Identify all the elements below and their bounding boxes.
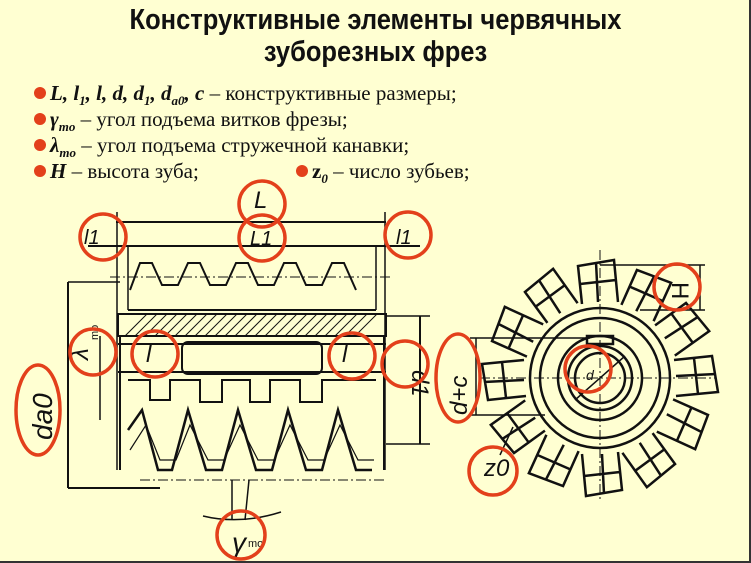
legend-item-teeth: z0 – число зубьев;	[296, 158, 470, 192]
highlight-l-left	[130, 329, 180, 379]
highlight-l1-left	[78, 212, 128, 262]
legend-subscript: a0	[171, 93, 185, 109]
legend-item-gamma: γmo – угол подъема витков фрезы;	[34, 106, 457, 135]
slide-title: Конструктивные элементы червячных зуборе…	[45, 4, 706, 68]
legend-subscript: 0	[321, 171, 328, 187]
legend-symbol: L, l	[50, 81, 80, 105]
highlight-l-right	[327, 331, 377, 381]
legend-text: – высота зуба;	[66, 159, 199, 183]
highlight-d	[563, 344, 613, 394]
highlight-d-plus-c	[434, 332, 482, 424]
label-da0: da0	[27, 393, 58, 440]
gear-teeth	[480, 258, 720, 498]
highlight-da0	[14, 363, 62, 457]
gear-tooth	[488, 399, 546, 455]
legend-subscript: 1	[144, 93, 151, 109]
label-l-right: l	[342, 341, 348, 368]
highlight-lambda	[68, 327, 118, 377]
label-L1-center: L1	[250, 228, 272, 250]
label-lambda: λ	[67, 348, 94, 362]
label-l1-left: l1	[84, 227, 100, 249]
legend-symbol: , c	[184, 81, 205, 105]
highlight-z0	[467, 445, 519, 497]
legend-symbol: , l, d, d	[85, 81, 145, 105]
bullet-icon	[296, 165, 308, 177]
label-d-plus-c: d+c	[446, 376, 473, 415]
legend-symbol: , d	[150, 81, 172, 105]
gear-tooth	[673, 354, 720, 398]
highlight-circles	[14, 179, 702, 561]
legend-subscript: mo	[58, 119, 76, 135]
legend-item-dimensions: L, l1, l, d, d1, da0, c – конструктивные…	[34, 80, 457, 109]
label-l-left: l	[146, 341, 152, 368]
gear-tooth	[656, 398, 710, 451]
legend-text: – угол подъема витков фрезы;	[75, 107, 348, 131]
gear-tooth	[527, 434, 580, 488]
bullet-icon	[34, 139, 46, 151]
legend-symbol: z	[312, 159, 322, 183]
legend-subscript: 1	[79, 93, 86, 109]
label-L: L	[254, 187, 267, 214]
side-view	[67, 212, 430, 521]
gear-tooth	[580, 451, 624, 498]
highlight-l1-right	[383, 210, 433, 260]
highlight-L1	[237, 213, 287, 263]
legend-text: – угол подъема стружечной канавки;	[75, 133, 410, 157]
legend-text: – число зубьев;	[327, 159, 470, 183]
legend-item-height: H – высота зуба; z0 – число зубьев;	[34, 158, 470, 186]
gear-tooth	[621, 432, 677, 490]
bullet-icon	[34, 113, 46, 125]
legend-symbol: γ	[50, 107, 59, 131]
label-z0: z0	[483, 455, 510, 482]
label-d: d	[586, 367, 595, 383]
gear-tooth	[576, 258, 620, 305]
highlight-H	[652, 262, 702, 312]
bullet-icon	[34, 87, 46, 99]
title-line-1: Конструктивные элементы червячных	[129, 4, 622, 36]
legend: L, l1, l, d, d1, da0, c – конструктивные…	[34, 80, 470, 186]
legend-item-lambda: λmo – угол подъема стружечной канавки;	[34, 132, 457, 161]
legend-text: – конструктивные размеры;	[204, 81, 457, 105]
label-gamma: γ	[232, 527, 248, 558]
title-line-2: зуборезных фрез	[263, 36, 488, 68]
gear-tooth	[480, 358, 527, 402]
label-gamma-sub: mo	[248, 538, 263, 550]
label-lambda-sub: mo	[89, 325, 101, 340]
label-H: H	[666, 282, 693, 299]
highlight-L	[237, 179, 287, 229]
legend-symbol: H	[50, 159, 67, 183]
bullet-icon	[34, 165, 46, 177]
thread-profile	[129, 262, 357, 291]
label-l1-right: l1	[396, 227, 412, 249]
highlight-gamma	[215, 509, 267, 561]
legend-symbol: λ	[50, 133, 60, 157]
gear-tooth	[523, 266, 579, 324]
highlight-d1	[380, 339, 430, 389]
legend-subscript: mo	[59, 145, 76, 161]
bore-section	[117, 313, 387, 337]
gear-tooth	[654, 301, 712, 357]
